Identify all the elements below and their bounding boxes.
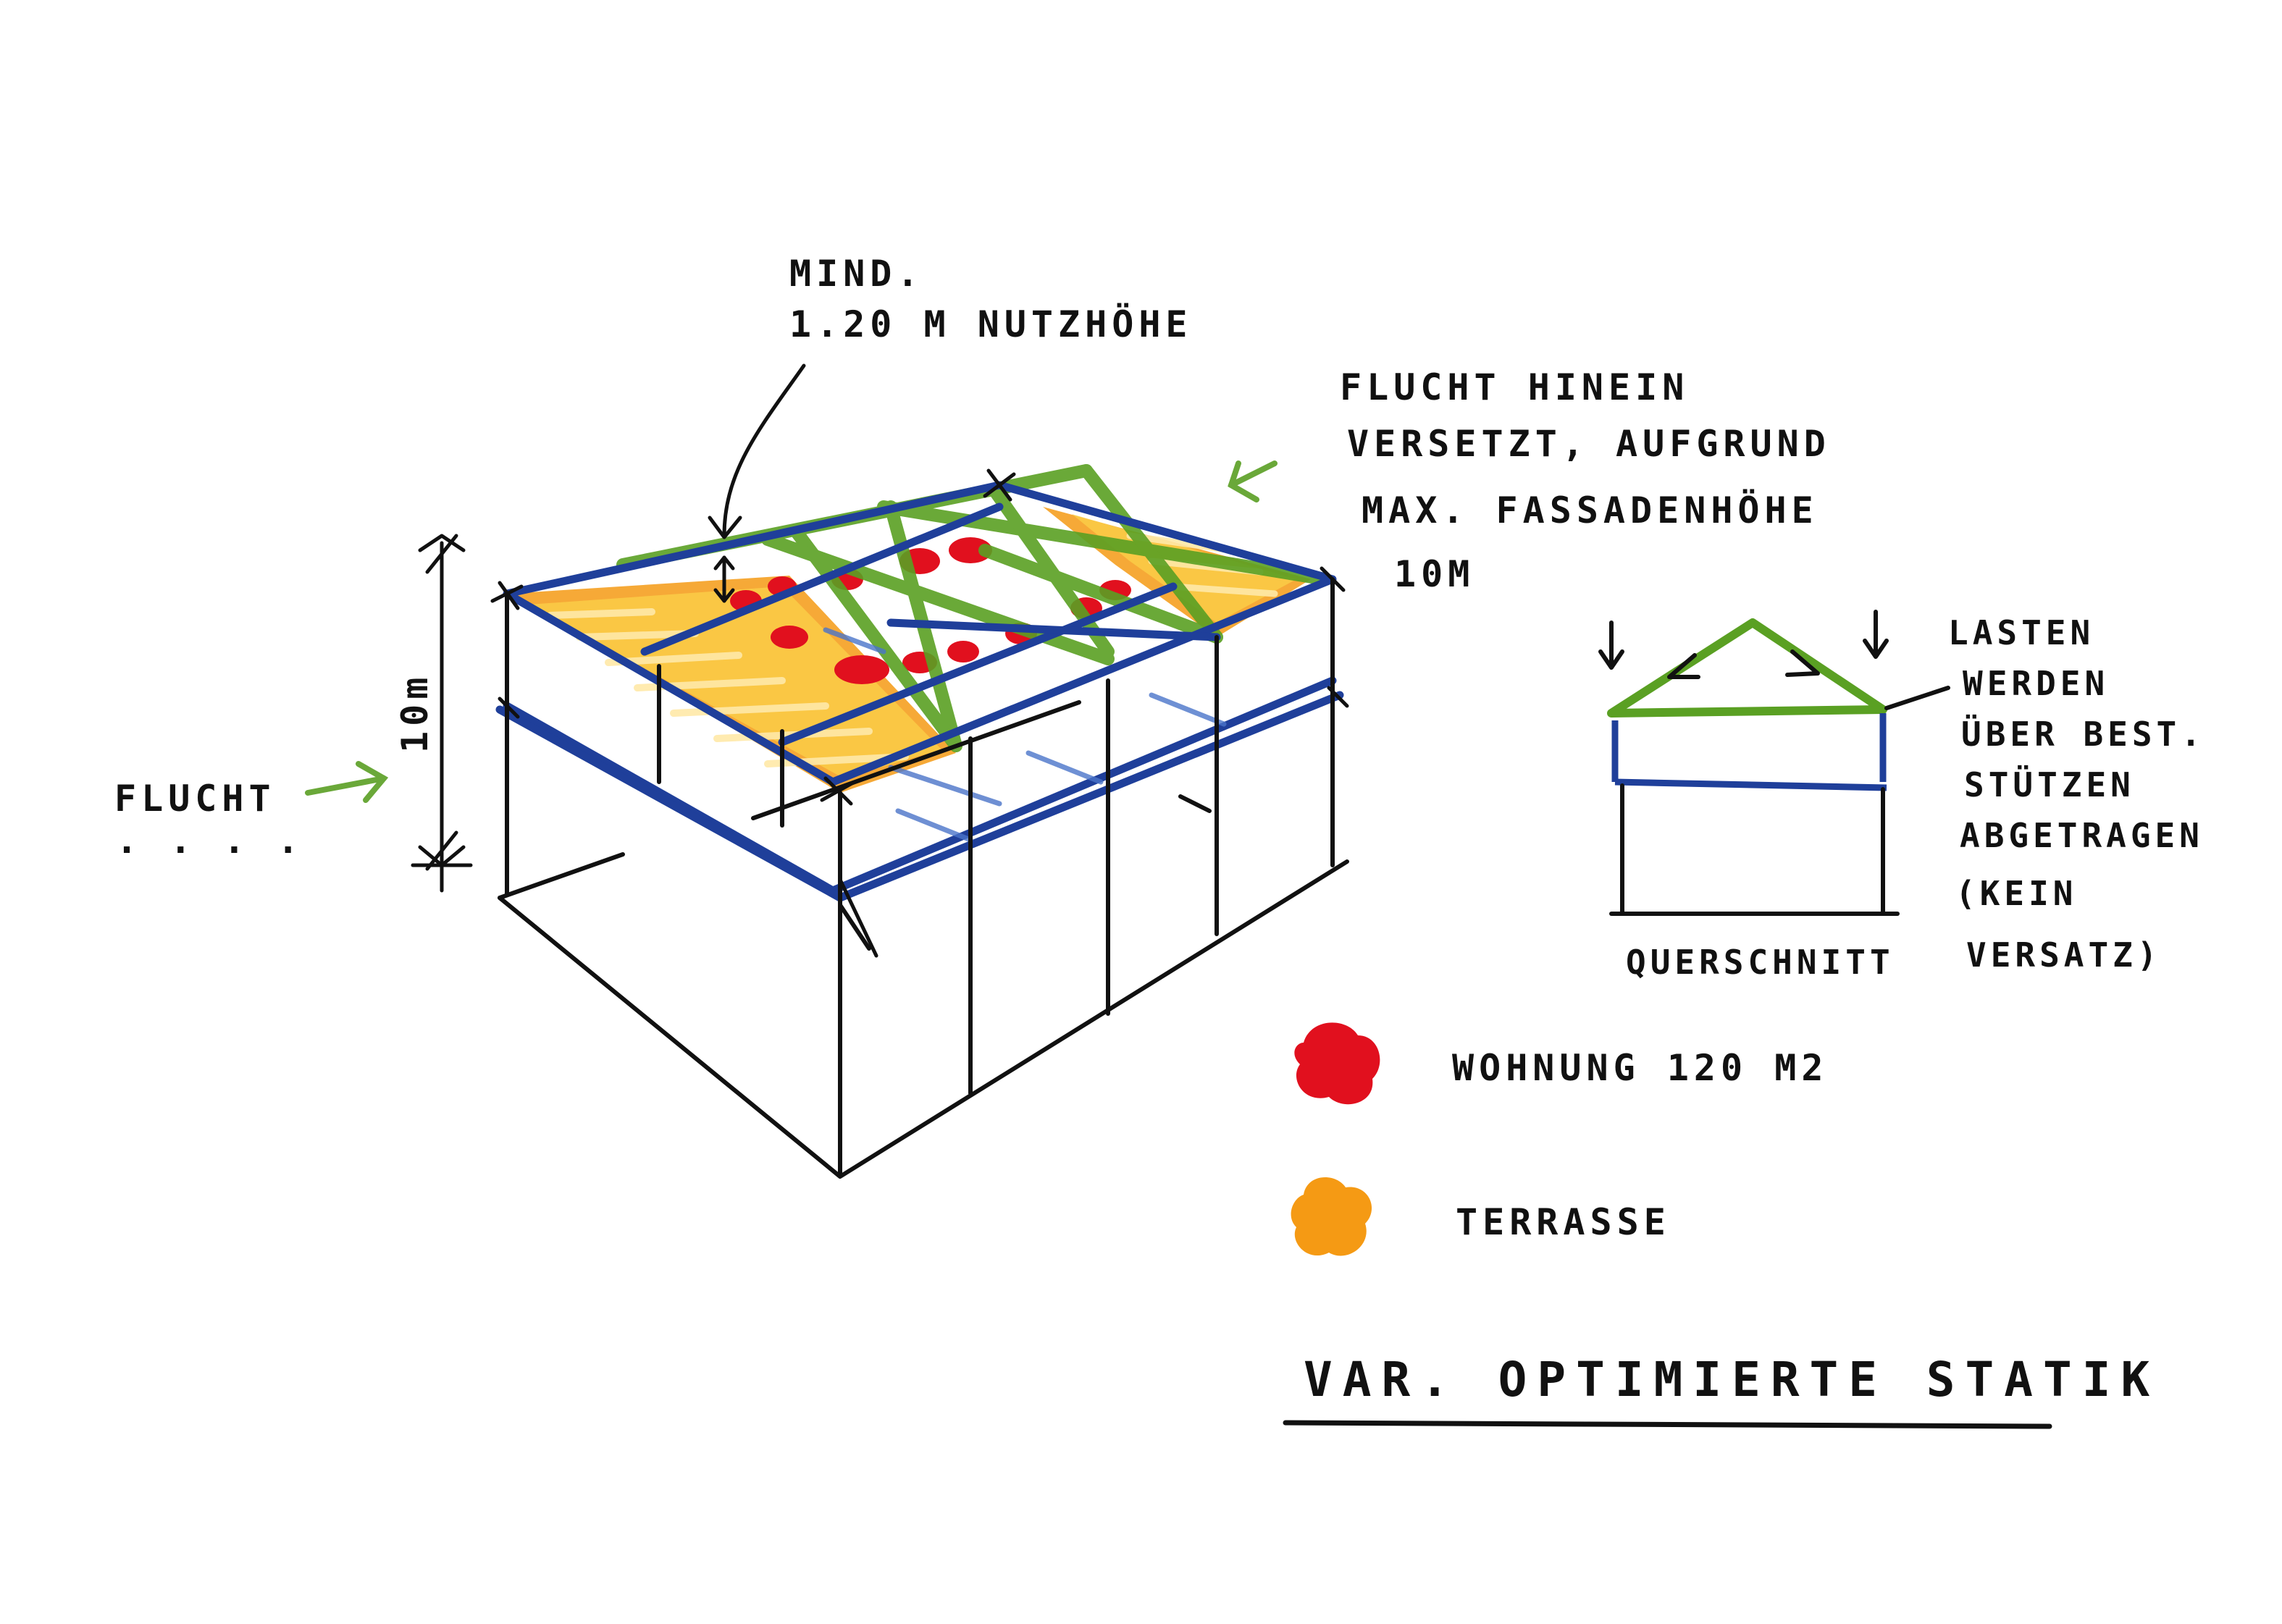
note-line-7: VERSATZ) [1966, 935, 2162, 975]
legend-label-apartment: WOHNUNG 120 M2 [1452, 1047, 1828, 1089]
legend: WOHNUNG 120 M2 TERRASSE [1291, 1022, 1829, 1255]
height-dimension-label: 10m [394, 673, 436, 753]
sketch-title: VAR. OPTIMIERTE STATIK [1304, 1352, 2160, 1408]
building-sketch: 10m [308, 366, 1347, 1177]
flucht-right-line3: MAX. FASSADENHÖHE [1362, 489, 1819, 531]
min-height-line2: 1.20 M NUTZHÖHE [789, 303, 1193, 345]
legend-label-terrace: TERRASSE [1456, 1201, 1671, 1243]
red-blob-icon [1294, 1022, 1380, 1104]
note-line-5: ABGETRAGEN [1960, 816, 2204, 855]
note-line-4: STÜTZEN [1964, 765, 2135, 804]
note-line-1: LASTEN [1948, 613, 2094, 652]
min-height-arrow [710, 366, 804, 601]
flucht-right-line1: FLUCHT HINEIN [1340, 366, 1689, 408]
cross-section-frame [1615, 713, 1887, 788]
note-line-3: ÜBER BEST. [1961, 715, 2205, 754]
note-line-2: WERDEN [1963, 664, 2109, 703]
cross-section-note: LASTEN WERDEN ÜBER BEST. STÜTZEN ABGETRA… [1948, 613, 2205, 975]
min-height-line1: MIND. [789, 253, 924, 295]
flucht-arrow-left [308, 764, 384, 800]
title-underline [1285, 1423, 2050, 1426]
structure-frame [500, 485, 1340, 898]
cross-section: QUERSCHNITT LASTEN WERDEN ÜBER BEST. STÜ… [1601, 612, 2205, 982]
flucht-right-line2: VERSETZT, AUFGRUND [1347, 423, 1831, 465]
cross-section-roof [1611, 623, 1883, 713]
note-line-6: (KEIN [1955, 874, 2077, 913]
orange-blob-icon [1291, 1177, 1372, 1255]
flucht-arrow-right [1231, 463, 1275, 500]
flucht-right-line4: 10M [1394, 553, 1475, 595]
flucht-left-label: FLUCHT [114, 778, 276, 820]
cross-section-label: QUERSCHNITT [1626, 943, 1895, 982]
flucht-left-dots: . . . . [116, 820, 304, 862]
sketch-title-group: VAR. OPTIMIERTE STATIK [1285, 1352, 2160, 1426]
